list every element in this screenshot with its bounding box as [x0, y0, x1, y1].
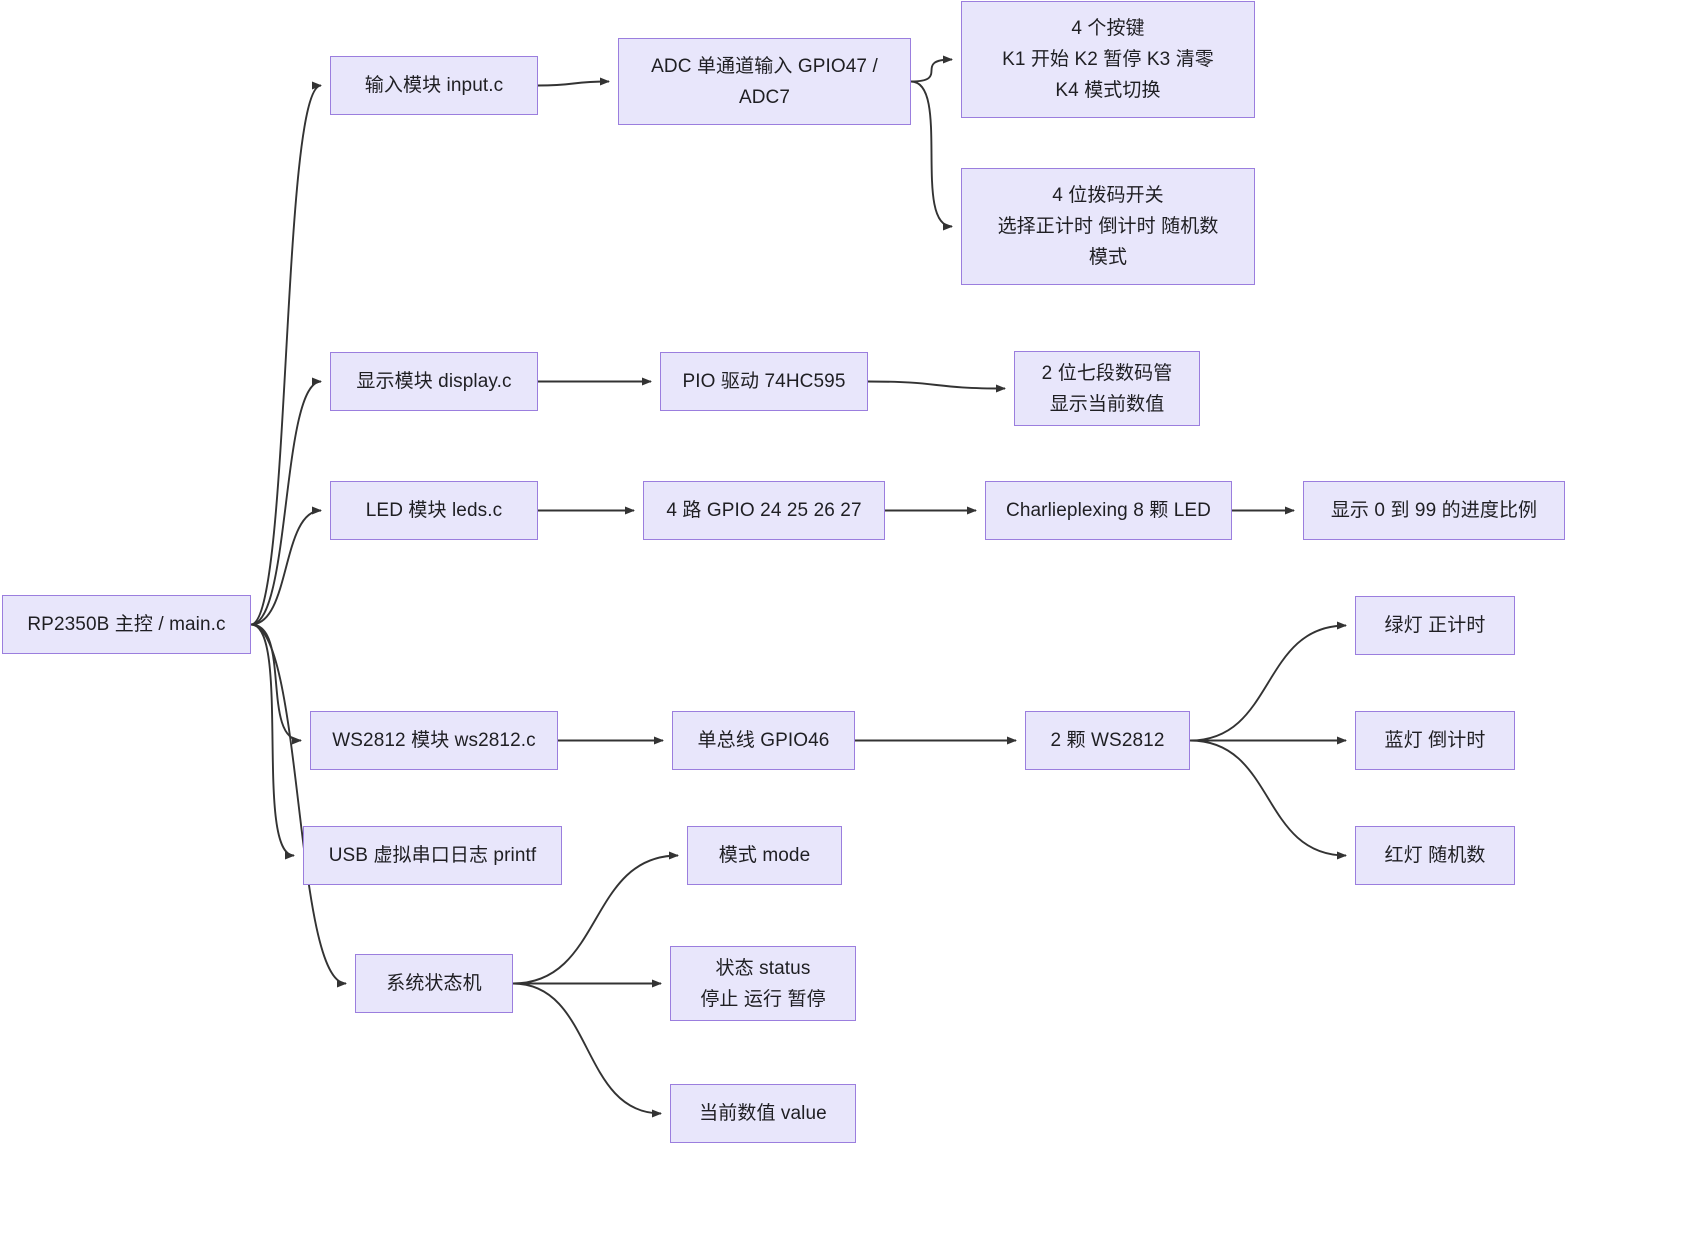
node-progress[interactable]: 显示 0 到 99 的进度比例	[1303, 481, 1565, 540]
edge-main-to-display	[250, 377, 322, 626]
edge-main-to-input	[250, 81, 322, 626]
edge-ws2812x2-to-redled	[1189, 739, 1347, 860]
node-seg7[interactable]: 2 位七段数码管 显示当前数值	[1014, 351, 1200, 426]
node-blueled[interactable]: 蓝灯 倒计时	[1355, 711, 1515, 770]
node-display[interactable]: 显示模块 display.c	[330, 352, 538, 411]
edge-main-to-ws2812mod	[250, 623, 302, 745]
edge-main-to-usblog	[250, 623, 295, 860]
node-input[interactable]: 输入模块 input.c	[330, 56, 538, 115]
node-redled[interactable]: 红灯 随机数	[1355, 826, 1515, 885]
edge-main-to-leds	[250, 506, 322, 626]
node-ws2812mod[interactable]: WS2812 模块 ws2812.c	[310, 711, 558, 770]
node-adc[interactable]: ADC 单通道输入 GPIO47 / ADC7	[618, 38, 911, 125]
node-gpio4[interactable]: 4 路 GPIO 24 25 26 27	[643, 481, 885, 540]
node-greenled[interactable]: 绿灯 正计时	[1355, 596, 1515, 655]
node-dip[interactable]: 4 位拨码开关 选择正计时 倒计时 随机数 模式	[961, 168, 1255, 285]
edge-pio595-to-seg7	[867, 380, 1006, 393]
edge-statemachine-to-mode	[512, 851, 679, 985]
edge-ws2812x2-to-greenled	[1189, 621, 1347, 742]
edge-adc-to-keys	[910, 55, 953, 83]
node-mode[interactable]: 模式 mode	[687, 826, 842, 885]
node-onewire[interactable]: 单总线 GPIO46	[672, 711, 855, 770]
node-charlie[interactable]: Charlieplexing 8 颗 LED	[985, 481, 1232, 540]
node-value[interactable]: 当前数值 value	[670, 1084, 856, 1143]
node-status[interactable]: 状态 status 停止 运行 暂停	[670, 946, 856, 1021]
edge-adc-to-dip	[910, 80, 953, 231]
edge-statemachine-to-value	[512, 982, 662, 1118]
node-pio595[interactable]: PIO 驱动 74HC595	[660, 352, 868, 411]
node-keys[interactable]: 4 个按键 K1 开始 K2 暂停 K3 清零 K4 模式切换	[961, 1, 1255, 118]
node-ws2812x2[interactable]: 2 颗 WS2812	[1025, 711, 1190, 770]
node-statemachine[interactable]: 系统状态机	[355, 954, 513, 1013]
node-usblog[interactable]: USB 虚拟串口日志 printf	[303, 826, 562, 885]
edge-main-to-statemachine	[250, 623, 347, 988]
edge-input-to-adc	[537, 77, 610, 87]
node-main[interactable]: RP2350B 主控 / main.c	[2, 595, 251, 654]
node-leds[interactable]: LED 模块 leds.c	[330, 481, 538, 540]
